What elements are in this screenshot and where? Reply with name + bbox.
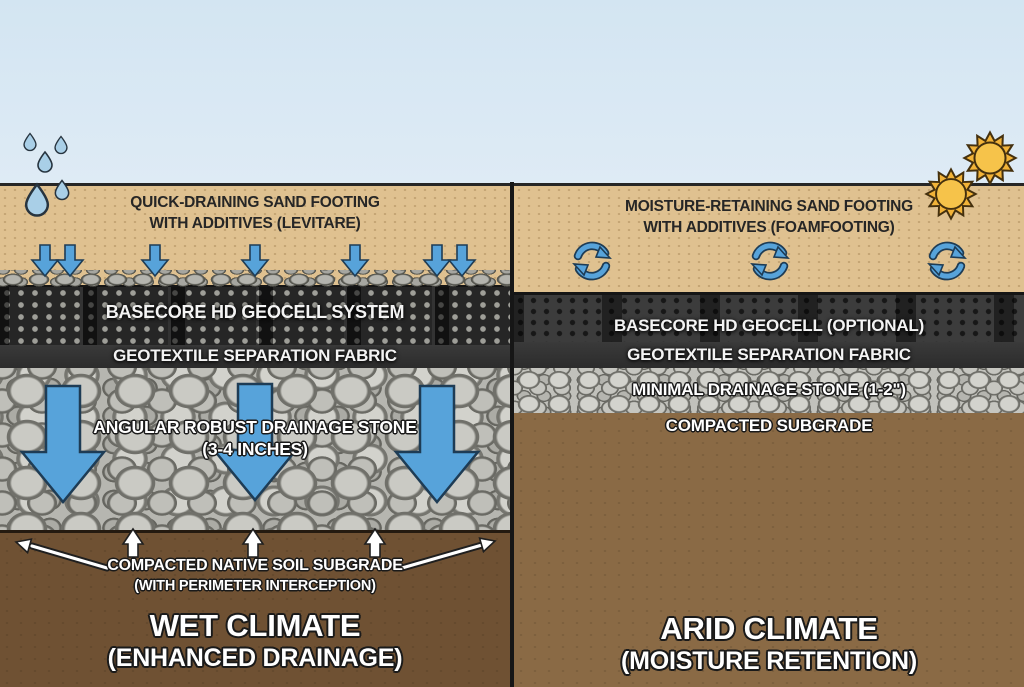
arid-climate-title: ARID CLIMATE — [660, 611, 878, 646]
geocell-label: BASECORE HD GEOCELL SYSTEM — [105, 302, 405, 322]
subgrade-label: COMPACTED NATIVE SOIL SUBGRADE (WITH PER… — [107, 557, 403, 594]
minimal-stone-label: MINIMAL DRAINAGE STONE (1-2") — [632, 380, 906, 399]
sand-footing-label: QUICK-DRAINING SAND FOOTING WITH ADDITIV… — [130, 194, 380, 232]
compacted-subgrade-layer — [514, 413, 1024, 687]
compacted-subgrade-label: COMPACTED SUBGRADE — [665, 416, 873, 435]
minimal-drainage-stone-layer — [514, 368, 1024, 416]
rubble-strip — [0, 270, 510, 288]
wet-climate-panel: QUICK-DRAINING SAND FOOTING WITH ADDITIV… — [0, 0, 510, 687]
geocell-label: BASECORE HD GEOCELL (OPTIONAL) — [613, 316, 925, 335]
arid-climate-panel: MOISTURE-RETAINING SAND FOOTING WITH ADD… — [514, 0, 1024, 687]
wet-climate-subtitle: (ENHANCED DRAINAGE) — [107, 644, 403, 672]
panel-divider — [510, 182, 514, 687]
perimeter-dispersal-arrow-icon — [14, 537, 497, 572]
geocell-layer — [514, 292, 1024, 345]
fabric-label: GEOTEXTILE SEPARATION FABRIC — [627, 345, 911, 364]
infiltration-arrow-icon — [31, 244, 476, 277]
geotextile-fabric-layer — [0, 345, 510, 368]
fabric-label: GEOTEXTILE SEPARATION FABRIC — [113, 346, 397, 365]
drainage-stone-label: ANGULAR ROBUST DRAINAGE STONE (3-4 INCHE… — [93, 417, 417, 459]
sand-footing-label: MOISTURE-RETAINING SAND FOOTING WITH ADD… — [624, 198, 913, 236]
wet-climate-title: WET CLIMATE — [149, 608, 361, 643]
uplift-arrow-icon — [14, 528, 497, 572]
geocell-layer — [0, 285, 510, 347]
geotextile-fabric-layer — [514, 342, 1024, 368]
arid-climate-subtitle: (MOISTURE RETENTION) — [621, 647, 917, 675]
